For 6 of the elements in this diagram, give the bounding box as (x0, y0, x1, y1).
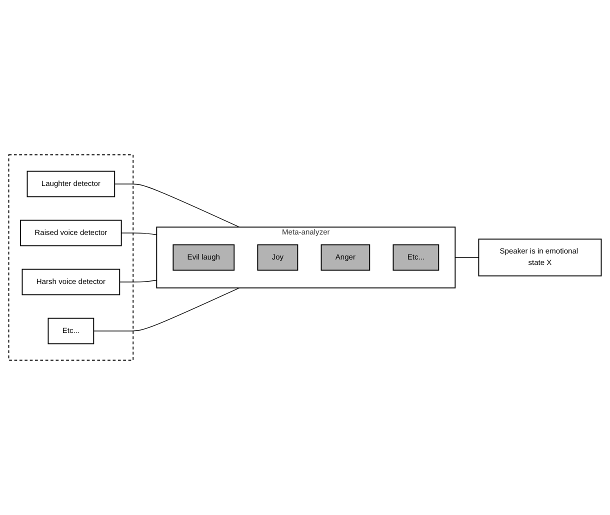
connector (454, 257, 480, 258)
connector (114, 184, 240, 228)
cluster (8, 154, 134, 361)
connector (93, 288, 240, 332)
connector (119, 280, 158, 282)
connector (120, 232, 158, 236)
